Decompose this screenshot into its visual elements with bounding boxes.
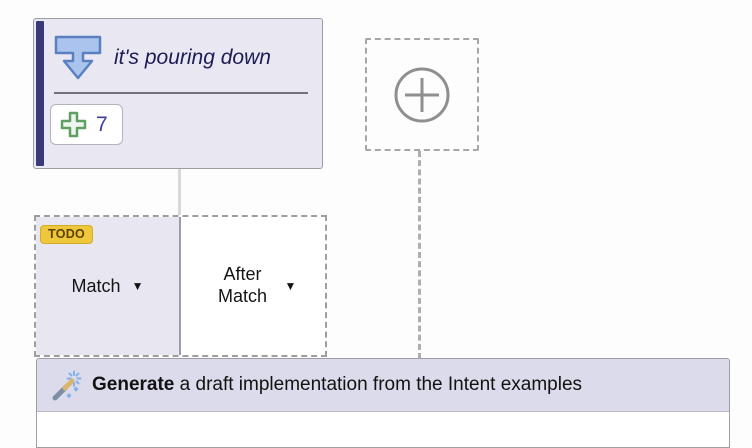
connector-intent-to-match xyxy=(178,169,181,216)
flow-canvas: { "canvas": { "background": "#fdfdfd" },… xyxy=(33,18,730,448)
intent-funnel-icon xyxy=(54,35,102,81)
match-cell[interactable]: TODO Match ▼ xyxy=(36,217,181,355)
divider xyxy=(54,92,308,94)
magic-wand-icon xyxy=(50,369,82,401)
generate-keyword: Generate xyxy=(92,374,175,395)
connector-add-to-generate xyxy=(418,151,421,359)
intent-header: it's pouring down xyxy=(54,34,314,82)
after-match-cell[interactable]: After Match ▼ xyxy=(181,217,325,355)
intent-accent-bar xyxy=(36,21,44,166)
match-dropdown-label[interactable]: Match xyxy=(71,275,121,296)
generate-description: a draft implementation from the Intent e… xyxy=(174,374,583,395)
intent-node[interactable]: it's pouring down 7 xyxy=(33,18,323,169)
intent-label[interactable]: it's pouring down xyxy=(114,46,271,69)
add-example-button[interactable]: 7 xyxy=(50,104,123,145)
chevron-down-icon[interactable]: ▼ xyxy=(284,279,297,293)
after-match-dropdown-label[interactable]: After Match xyxy=(218,264,268,306)
example-count: 7 xyxy=(96,112,108,136)
match-node[interactable]: TODO Match ▼ After Match ▼ xyxy=(34,215,327,357)
generate-action-bar[interactable]: Generate a draft implementation from the… xyxy=(37,359,729,412)
circle-plus-icon xyxy=(393,66,451,124)
plus-icon xyxy=(60,111,87,138)
generate-text: Generate a draft implementation from the… xyxy=(92,374,582,396)
add-node-button[interactable] xyxy=(365,38,479,151)
intent-node-content: it's pouring down 7 xyxy=(50,19,314,168)
generate-node[interactable]: Generate a draft implementation from the… xyxy=(36,358,730,448)
todo-badge: TODO xyxy=(40,225,94,244)
chevron-down-icon[interactable]: ▼ xyxy=(131,279,144,293)
generate-node-body xyxy=(37,412,729,430)
